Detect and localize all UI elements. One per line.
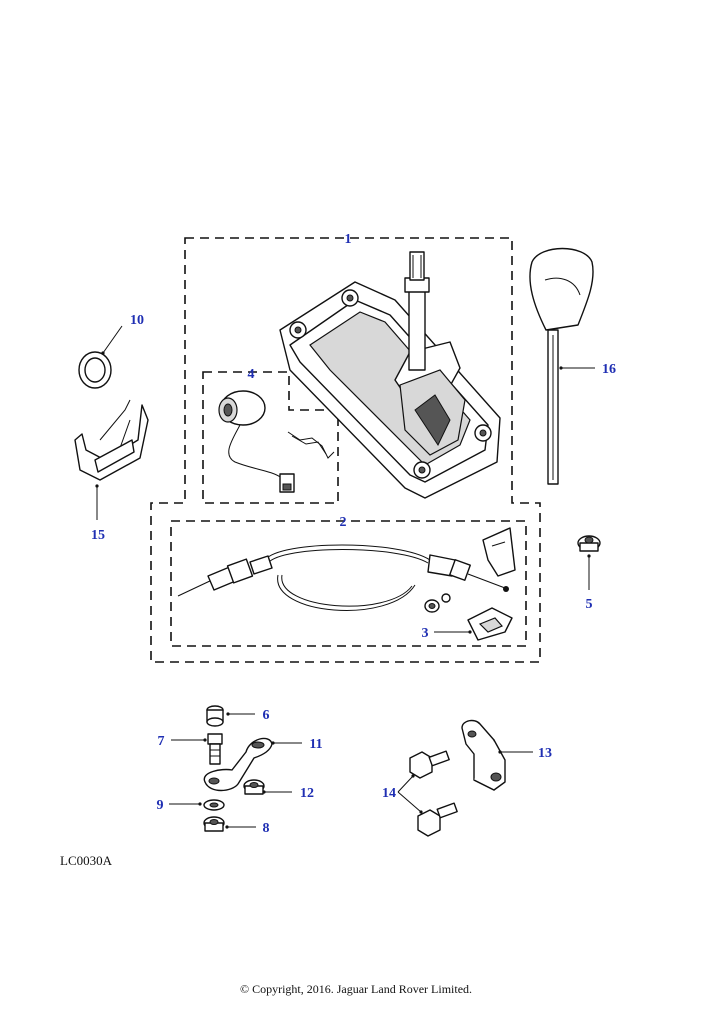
mounting-bracket	[461, 719, 506, 791]
callout-10: 10	[130, 313, 144, 328]
ring-clip	[78, 351, 112, 389]
spring-clip	[287, 431, 335, 459]
washer	[203, 799, 225, 811]
callout-3: 3	[422, 626, 429, 641]
leader-lines	[95, 325, 595, 829]
bracket-clip	[74, 399, 149, 481]
callout-2: 2	[340, 515, 347, 530]
callout-13: 13	[538, 746, 552, 761]
callout-7: 7	[158, 734, 165, 749]
cable-bush-and-washer	[424, 593, 451, 613]
gear-knob	[529, 247, 594, 485]
shift-interlock-solenoid	[218, 390, 295, 493]
cable-retaining-clip	[482, 527, 516, 577]
callout-8: 8	[263, 821, 270, 836]
callout-12: 12	[300, 786, 314, 801]
stud-bolt	[207, 733, 223, 765]
callout-11: 11	[309, 737, 322, 752]
grommet-nut	[577, 535, 601, 552]
flanged-nut-12	[243, 779, 265, 795]
callout-14: 14	[382, 786, 396, 801]
gear-selector-housing	[279, 251, 501, 499]
diagram-reference-code: LC0030A	[60, 853, 113, 868]
callout-4: 4	[248, 367, 255, 382]
flange-bolt-lower	[417, 802, 458, 837]
callout-5: 5	[586, 597, 593, 612]
callout-15: 15	[91, 528, 105, 543]
callout-16: 16	[602, 362, 616, 377]
copyright-notice: © Copyright, 2016. Jaguar Land Rover Lim…	[240, 982, 472, 996]
spacer-sleeve	[206, 705, 224, 727]
callout-1: 1	[345, 232, 352, 247]
callout-9: 9	[157, 798, 164, 813]
flange-bolt-upper	[409, 750, 450, 779]
abutment-bracket	[467, 607, 513, 641]
selector-cable	[177, 544, 509, 611]
callout-6: 6	[263, 708, 270, 723]
flange-nut-8	[203, 816, 225, 832]
